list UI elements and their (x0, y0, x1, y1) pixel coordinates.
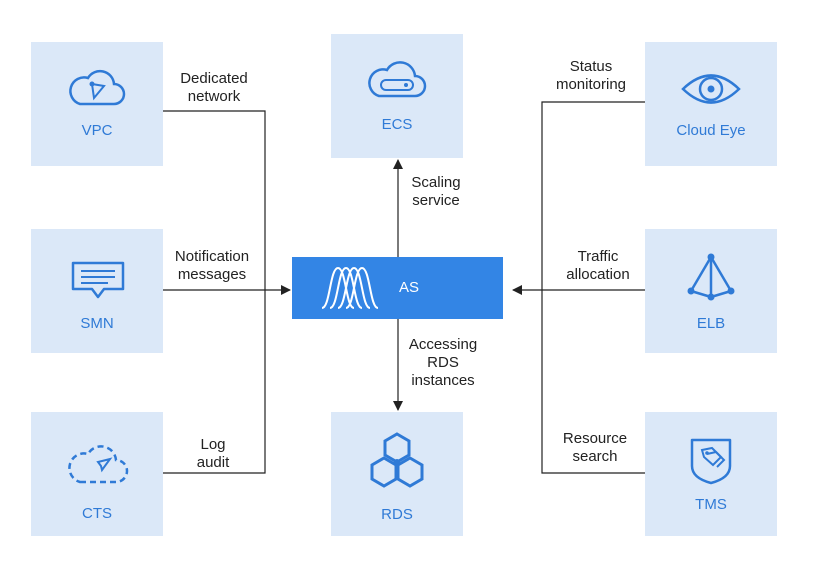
elb-node: ELB (645, 229, 777, 353)
wave-icon (321, 266, 379, 309)
cloud-network-icon (69, 69, 126, 106)
eye-icon (681, 74, 741, 104)
vpc-connector (163, 110, 266, 474)
load-balancer-icon (687, 253, 735, 301)
smn-label: SMN (80, 315, 114, 332)
cts-node: CTS (31, 412, 163, 536)
message-icon (71, 261, 125, 299)
cts-label: CTS (82, 505, 112, 522)
vpc-label: VPC (81, 122, 113, 139)
vpc-node: VPC (31, 42, 163, 166)
elb-label: ELB (696, 315, 726, 332)
as-label: AS (399, 279, 420, 296)
database-hexagon-icon (370, 432, 424, 488)
tms-label: TMS (695, 496, 727, 513)
tag-shield-icon (690, 438, 732, 485)
rds-label: RDS (381, 506, 413, 523)
tms-node: TMS (645, 412, 777, 536)
as-node: AS (292, 257, 503, 319)
cloud-trace-icon (68, 445, 129, 484)
cloud-server-icon (368, 61, 427, 98)
ecs-label: ECS (381, 116, 413, 133)
cloud-eye-connector (541, 101, 645, 474)
rds-node: RDS (331, 412, 463, 536)
cloud-eye-node: Cloud Eye (645, 42, 777, 166)
cloud-eye-label: Cloud Eye (676, 122, 746, 139)
ecs-node: ECS (331, 34, 463, 158)
smn-node: SMN (31, 229, 163, 353)
